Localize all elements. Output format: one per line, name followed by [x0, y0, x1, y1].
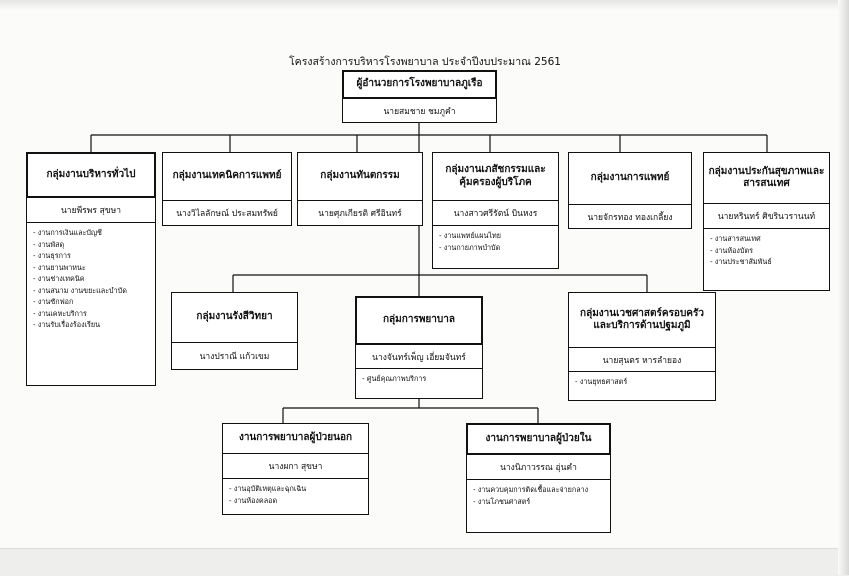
group-head-name: นายสุนตร หารลำยอง	[569, 348, 715, 372]
task-item: งานแพทย์แผนไทย	[439, 230, 554, 242]
task-item: งานเคหะบริการ	[33, 308, 151, 320]
task-list: งานแพทย์แผนไทย งานกายภาพบำบัด	[433, 226, 558, 255]
director-box: ผู้อำนวยการโรงพยาบาลภูเรือ นายสมชาย ชมภู…	[342, 70, 497, 123]
task-item: งานโภชนศาสตร์	[473, 496, 606, 508]
task-item: งานซักฟอก	[33, 296, 151, 308]
group-box-nursing: กลุ่มการพยาบาล นางจันทร์เพ็ญ เอี่ยมจันทร…	[355, 296, 483, 399]
group-title: กลุ่มงานเวชศาสตร์ครอบครัวและบริการด้านปฐ…	[569, 293, 715, 348]
unit-title: งานการพยาบาลผู้ป่วยใน	[466, 423, 611, 455]
task-item: งานรับเรื่องร้องเรียน	[33, 319, 151, 331]
group-box-radiology: กลุ่มงานรังสีวิทยา นางปราณี แก้วเขม	[171, 292, 298, 370]
group-box-medical: กลุ่มงานการแพทย์ นายจักรทอง ทองเกลี้ยง	[568, 152, 692, 229]
scan-shadow-right	[838, 0, 849, 575]
group-box-general-admin: กลุ่มงานบริหารทั่วไป นายพีรพร สุขษา งานก…	[26, 152, 156, 386]
page-title: โครงสร้างการบริหารโรงพยาบาล ประจำปีงบประ…	[289, 56, 561, 68]
director-title: ผู้อำนวยการโรงพยาบาลภูเรือ	[342, 70, 497, 99]
group-title: กลุ่มงานประกันสุขภาพและสารสนเทศ	[704, 153, 829, 204]
task-list: งานการเงินและบัญชี งานพัสดุ งานธุรการ งา…	[27, 223, 155, 333]
task-list: ศูนย์คุณภาพบริการ	[356, 369, 482, 387]
task-item: งานประชาสัมพันธ์	[710, 256, 825, 268]
group-title: กลุ่มงานทันตกรรม	[298, 153, 422, 201]
group-title: กลุ่มการพยาบาล	[355, 296, 483, 345]
group-head-name: นางปราณี แก้วเขม	[199, 352, 270, 362]
group-head-name: นายพีรพร สุขษา	[27, 198, 155, 223]
group-title: กลุ่มงานเภสัชกรรมและคุ้มครองผู้บริโภค	[433, 153, 558, 201]
task-item: งานพัสดุ	[33, 239, 151, 251]
group-box-medical-technology: กลุ่มงานเทคนิคการแพทย์ นางวิไลลักษณ์ ประ…	[162, 152, 292, 226]
unit-head-name: นางนิภาวรรณ อุ่นคำ	[467, 455, 610, 480]
task-item: งานควบคุมการติดเชื้อและจ่ายกลาง	[473, 484, 606, 496]
scan-shadow-top	[0, 0, 849, 10]
unit-head-name: นางผกา สุขษา	[223, 454, 368, 479]
task-list: งานสารสนเทศ งานห้องบัตร งานประชาสัมพันธ์	[704, 229, 829, 270]
unit-box-outpatient: งานการพยาบาลผู้ป่วยนอก นางผกา สุขษา งานอ…	[222, 423, 369, 515]
task-item: งานอุบัติเหตุและฉุกเฉิน	[229, 483, 364, 495]
director-name: นายสมชาย ชมภูคำ	[383, 106, 456, 117]
task-item: งานสนาม งานขยะและบำบัด	[33, 285, 151, 297]
group-box-family-medicine: กลุ่มงานเวชศาสตร์ครอบครัวและบริการด้านปฐ…	[568, 292, 716, 401]
task-item: งานกายภาพบำบัด	[439, 242, 554, 254]
group-head-name: นางจันทร์เพ็ญ เอี่ยมจันทร์	[356, 345, 482, 369]
group-head-name: นายจักรทอง ทองเกลี้ยง	[587, 212, 673, 223]
group-title: กลุ่มงานบริหารทั่วไป	[26, 152, 156, 198]
group-head-name: นางสาวศรีรัตน์ บินหงร	[433, 201, 558, 226]
group-box-health-insurance: กลุ่มงานประกันสุขภาพและสารสนเทศ นายหรินท…	[703, 152, 830, 291]
task-item: งานสารสนเทศ	[710, 233, 825, 245]
group-head-name: นางวิไลลักษณ์ ประสมทรัพย์	[176, 209, 278, 219]
group-title: กลุ่มงานเทคนิคการแพทย์	[163, 153, 291, 201]
task-item: งานธุรการ	[33, 250, 151, 262]
unit-box-inpatient: งานการพยาบาลผู้ป่วยใน นางนิภาวรรณ อุ่นคำ…	[466, 423, 611, 533]
group-title: กลุ่มงานรังสีวิทยา	[172, 293, 297, 343]
group-box-dental: กลุ่มงานทันตกรรม นายศุภเกียรติ ศรีอินทร์	[297, 152, 423, 226]
task-item: งานห้องบัตร	[710, 245, 825, 257]
task-item: งานการเงินและบัญชี	[33, 227, 151, 239]
task-list: งานควบคุมการติดเชื้อและจ่ายกลาง งานโภชนศ…	[467, 480, 610, 509]
group-head-name: นายหรินทร์ ศิขรินวรานนท์	[704, 204, 829, 229]
task-item: ศูนย์คุณภาพบริการ	[362, 373, 478, 385]
group-box-pharmacy: กลุ่มงานเภสัชกรรมและคุ้มครองผู้บริโภค นา…	[432, 152, 559, 269]
task-list: งานยุทธศาสตร์	[569, 372, 715, 390]
task-item: งานยานพาหนะ	[33, 262, 151, 274]
task-list: งานอุบัติเหตุและฉุกเฉิน งานห้องคลอด	[223, 479, 368, 508]
group-title: กลุ่มงานการแพทย์	[569, 153, 691, 205]
group-head-name: นายศุภเกียรติ ศรีอินทร์	[318, 209, 402, 219]
unit-title: งานการพยาบาลผู้ป่วยนอก	[223, 424, 368, 454]
task-item: งานช่างเทคนิค	[33, 273, 151, 285]
task-item: งานห้องคลอด	[229, 495, 364, 507]
task-item: งานยุทธศาสตร์	[575, 376, 711, 388]
scan-bottom-band	[0, 548, 849, 576]
